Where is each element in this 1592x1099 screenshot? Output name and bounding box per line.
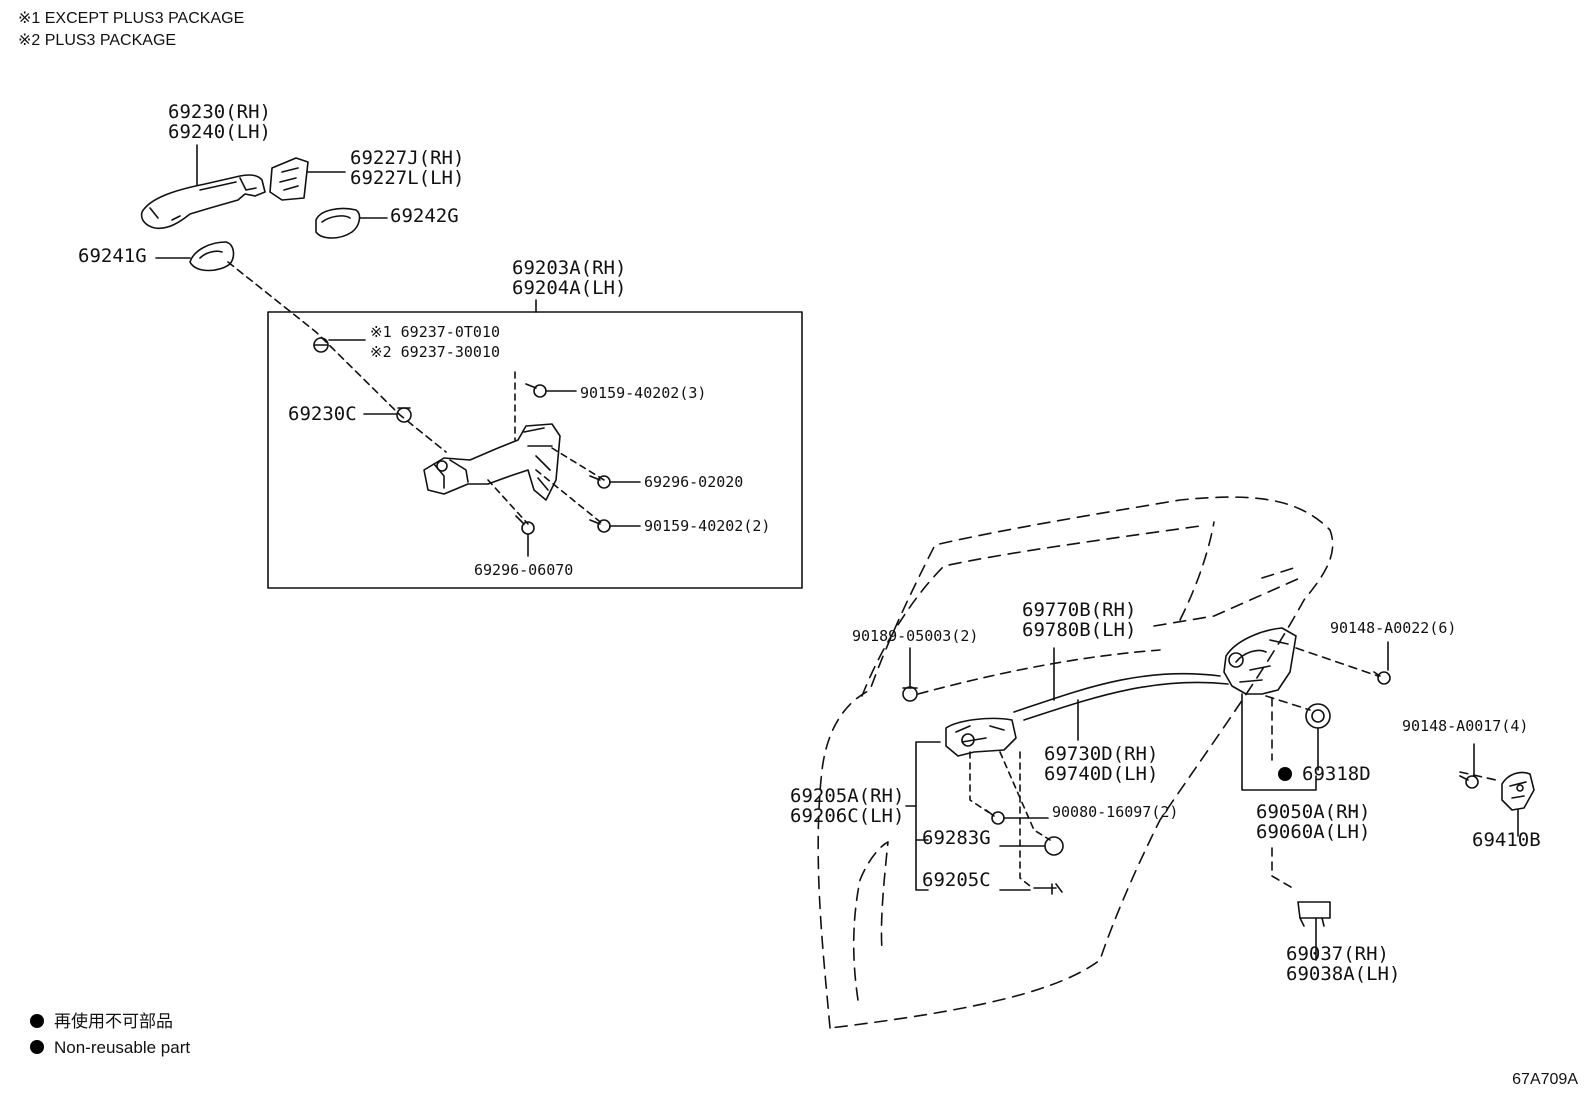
- part-label-69203a-rh: 69203A(RH): [512, 257, 627, 279]
- part-label-69241g: 69241G: [78, 245, 147, 267]
- non-reusable-icon: [1278, 767, 1292, 781]
- part-label-69038a-lh: 69038A(LH): [1286, 963, 1401, 985]
- screw-69296-02020: [589, 475, 611, 489]
- frame-box: [267, 311, 803, 589]
- filled-circle-icon: [30, 1014, 44, 1028]
- part-label-69227j-rh: 69227J(RH): [350, 147, 465, 169]
- striker-69410b: [1501, 771, 1535, 811]
- part-label-90189-05003-2: 90189-05003(2): [852, 627, 979, 645]
- part-label-69205c: 69205C: [922, 869, 991, 891]
- part-label-69780b-lh: 69780B(LH): [1022, 619, 1137, 641]
- part-label-69227l-lh: 69227L(LH): [350, 167, 465, 189]
- part-label-90148-a0022-6: 90148-A0022(6): [1330, 619, 1457, 637]
- legend-jp-text: 再使用不可部品: [54, 1012, 173, 1031]
- part-label-69237-30010: ※2 69237-30010: [370, 343, 500, 361]
- part-label-69283g: 69283G: [922, 827, 991, 849]
- grommet-90189: [902, 686, 918, 702]
- part-label-69237-0t010: ※1 69237-0T010: [370, 323, 500, 341]
- screw-69296-06070: [515, 515, 535, 535]
- part-label-90080-16097-2: 90080-16097(2): [1052, 803, 1179, 821]
- note-plus3: ※2 PLUS3 PACKAGE: [18, 32, 177, 49]
- grommet-69237: [313, 337, 329, 353]
- legend-en: Non-reusable part: [30, 1036, 190, 1060]
- part-number-69318d: 69318D: [1302, 763, 1371, 785]
- cable-69730d: [1023, 681, 1229, 721]
- part-label-69770b-rh: 69770B(RH): [1022, 599, 1137, 621]
- inside-handle-69205a: [945, 717, 1017, 757]
- diagram-reference: 67A709A: [1512, 1071, 1578, 1088]
- part-label-69060a-lh: 69060A(LH): [1256, 821, 1371, 843]
- frame-mechanism: [423, 423, 561, 501]
- seal-69318d: [1305, 703, 1331, 729]
- legend-en-text: Non-reusable part: [54, 1038, 191, 1057]
- door-outline: [817, 496, 1334, 1029]
- handle-cover-69227: [269, 157, 309, 201]
- screw-90148-a0022: [1373, 671, 1391, 685]
- cap-69283g: [1044, 836, 1064, 856]
- screw-90080: [985, 809, 1005, 825]
- filled-circle-icon: [30, 1040, 44, 1054]
- pad-69241g: [189, 241, 235, 272]
- part-label-90159-40202-3: 90159-40202(3): [580, 384, 707, 402]
- legend-jp: 再使用不可部品: [30, 1010, 173, 1034]
- screw-90148-a0017: [1459, 775, 1479, 789]
- pad-69242g: [315, 207, 361, 239]
- part-label-69318d: 69318D: [1278, 764, 1371, 785]
- outside-handle-drawing: [140, 174, 266, 230]
- part-label-69242g: 69242G: [390, 205, 459, 227]
- part-label-69296-02020: 69296-02020: [644, 473, 744, 491]
- part-label-69206c-lh: 69206C(LH): [790, 805, 905, 827]
- part-label-69730d-rh: 69730D(RH): [1044, 743, 1159, 765]
- clip-69230c: [396, 407, 412, 423]
- part-label-69230c: 69230C: [288, 403, 357, 425]
- part-label-69037-rh: 69037(RH): [1286, 943, 1389, 965]
- part-label-69050a-rh: 69050A(RH): [1256, 801, 1371, 823]
- part-label-90159-40202-2: 90159-40202(2): [644, 517, 771, 535]
- part-label-69205a-rh: 69205A(RH): [790, 785, 905, 807]
- pin-69205c: [1033, 883, 1063, 895]
- part-label-90148-a0017-4: 90148-A0017(4): [1402, 717, 1529, 735]
- part-label-69230-rh: 69230(RH): [168, 101, 271, 123]
- screw-90159-3: [525, 383, 547, 398]
- part-label-69204a-lh: 69204A(LH): [512, 277, 627, 299]
- part-label-69740d-lh: 69740D(LH): [1044, 763, 1159, 785]
- protector-69037: [1297, 901, 1331, 927]
- note-except-plus3: ※1 EXCEPT PLUS3 PACKAGE: [18, 10, 245, 27]
- cable-69770b: [1013, 672, 1221, 713]
- part-label-69240-lh: 69240(LH): [168, 121, 271, 143]
- part-label-69296-06070: 69296-06070: [474, 561, 574, 579]
- door-lock-69050a: [1223, 627, 1297, 695]
- screw-90159-2: [589, 519, 611, 533]
- part-label-69410b: 69410B: [1472, 829, 1541, 851]
